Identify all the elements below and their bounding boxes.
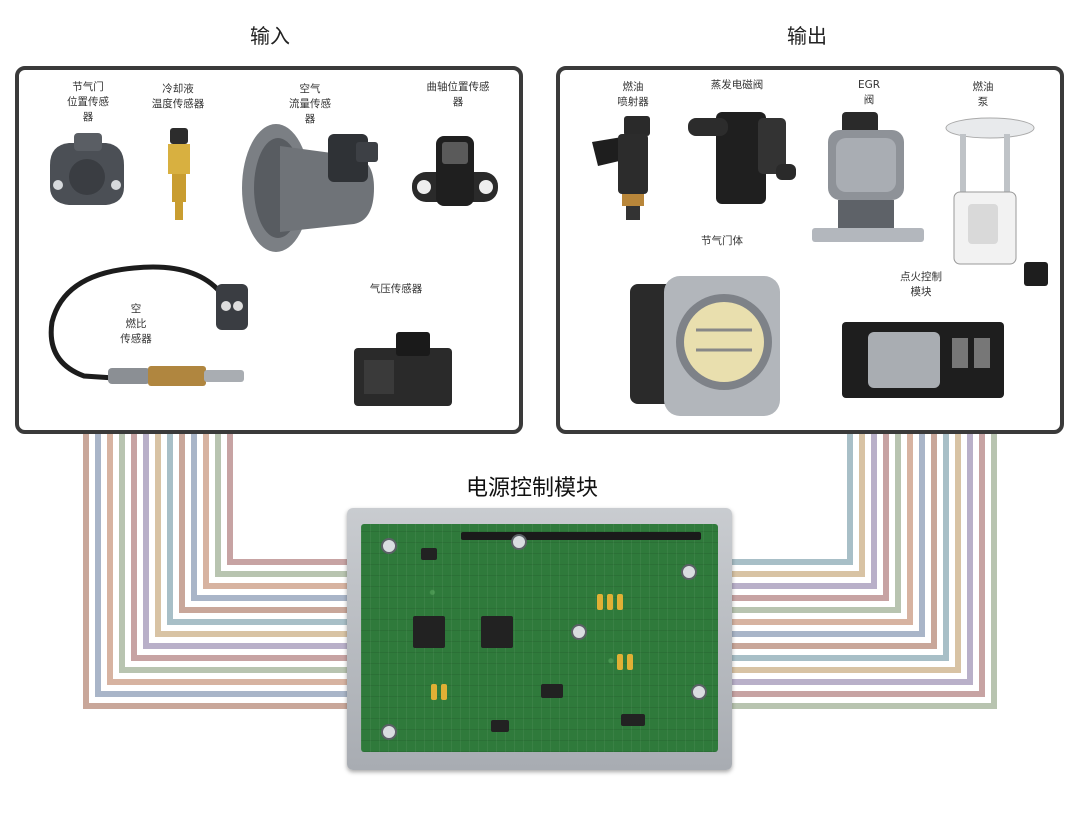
throttle-body-image [630,276,780,416]
mounting-hole [681,564,697,580]
wire-strip [83,434,360,709]
mounting-hole [691,684,707,700]
fuel-injector-label: 燃油 喷射器 [617,81,649,108]
air-fuel-ratio-sensor-image [48,264,248,386]
wire-strip [119,434,360,673]
wire-strip [720,434,853,565]
evap-solenoid-image [688,112,796,204]
ecu-module [347,508,732,770]
mass-air-flow-sensor-image [242,124,378,252]
throttle-body-label: 节气门体 [701,235,743,247]
mounting-hole [511,534,527,550]
fuel-injector-image [592,116,650,220]
ecu-title: 电源控制模块 [466,476,599,501]
wire-strip [155,434,360,637]
air-fuel-ratio-sensor-label: 空 燃比 传感器 [120,303,152,345]
wire-strip [143,434,360,649]
wire-strip [720,434,877,589]
evap-solenoid-label: 蒸发电磁阀 [710,79,764,91]
mounting-hole [381,538,397,554]
mounting-hole [571,624,587,640]
wire-strip [720,434,949,661]
processor-chip [413,616,445,648]
fuel-pump-label: 燃油 泵 [972,81,994,108]
capacitor [441,684,447,700]
wire-strip [191,434,360,601]
pressure-sensor-label: 气压传感器 [369,283,423,295]
throttle-position-sensor-label: 节气门 位置传感 器 [67,81,109,123]
capacitor [431,684,437,700]
pressure-sensor-image [354,332,452,406]
capacitor [617,594,623,610]
connector-pins [461,532,701,540]
capacitor [607,594,613,610]
chip [491,720,509,732]
fuel-pump-image [945,117,1048,286]
capacitor [627,654,633,670]
input-title: 输入 [250,24,290,48]
chip [621,714,645,726]
capacitor [617,654,623,670]
wire-strip [720,434,901,613]
crankshaft-position-sensor-label: 曲轴位置传感 器 [426,81,490,108]
mounting-hole [381,724,397,740]
wire-strip [720,434,997,709]
wire-strip [720,434,985,697]
circuit-board [361,524,718,752]
wire-strip [107,434,360,685]
wire-strip [203,434,360,589]
wire-strip [720,434,925,637]
egr-valve-image [812,112,924,242]
egr-valve-label: EGR 阀 [857,79,881,106]
crankshaft-position-sensor-image [412,136,498,206]
output-title: 输出 [787,24,827,48]
mass-air-flow-sensor-label: 空气 流量传感 器 [289,83,331,125]
wire-strip [720,434,937,649]
wire-strip [167,434,360,625]
wire-strip [215,434,360,577]
coolant-temp-sensor-image [168,128,190,220]
wire-strip [227,434,360,565]
wire-strip [720,434,865,577]
coolant-temp-sensor-label: 冷却液 温度传感器 [151,83,205,110]
processor-chip [481,616,513,648]
capacitor [597,594,603,610]
wire-strip [95,434,360,697]
wire-strip [720,434,913,625]
wire-strip [179,434,360,613]
chip [541,684,563,698]
wire-strip [720,434,889,601]
chip [421,548,437,560]
ignition-module-image [842,322,1004,398]
throttle-position-sensor-image [50,133,124,205]
ignition-module-label: 点火控制 模块 [900,271,942,298]
wire-strip [131,434,360,661]
wire-strip [720,434,973,685]
wire-strip [720,434,961,673]
